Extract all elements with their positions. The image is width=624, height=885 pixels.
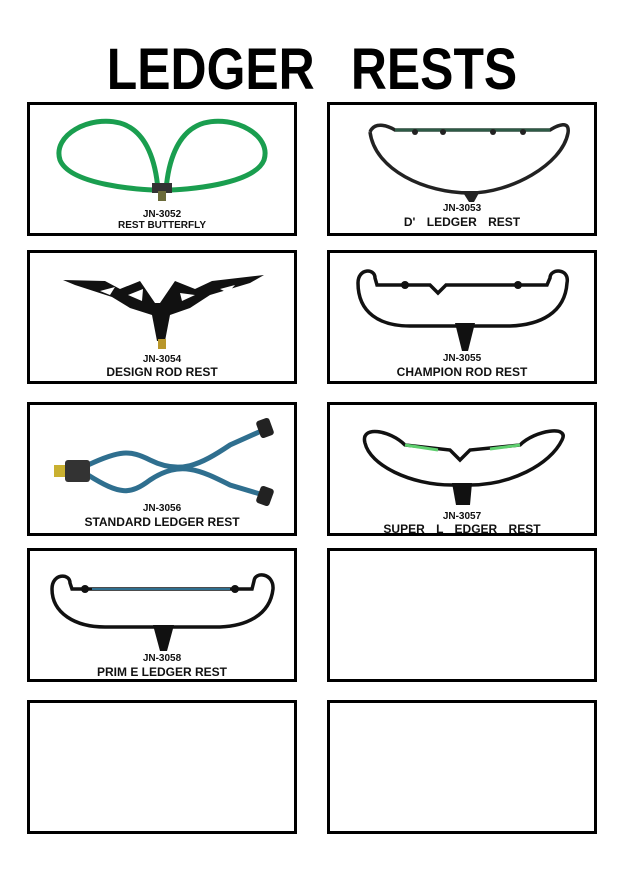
product-name: DESIGN ROD REST	[106, 365, 218, 379]
product-name: STANDARD LEDGER REST	[84, 515, 240, 529]
product-code: JN-3053	[442, 203, 482, 214]
product-name: D' LEDGER REST	[403, 215, 521, 229]
product-card-jn-3052[interactable]: JN-3052 REST BUTTERFLY	[27, 102, 297, 236]
product-card-jn-3056[interactable]: JN-3056 STANDARD LEDGER REST	[27, 402, 297, 536]
product-code: JN-3054	[142, 354, 182, 365]
empty-product-slot	[327, 548, 597, 682]
product-name: REST BUTTERFLY	[118, 220, 206, 231]
prime-ledger-rest-image	[50, 573, 275, 651]
product-card-jn-3053[interactable]: JN-3053 D' LEDGER REST	[327, 102, 597, 236]
design-rod-rest-image	[63, 275, 264, 349]
product-code: JN-3052	[142, 209, 182, 220]
champion-rod-rest-image	[356, 269, 569, 351]
standard-ledger-rest-image	[54, 417, 274, 507]
product-name: PRIM E LEDGER REST	[96, 665, 227, 679]
product-card-jn-3058[interactable]: JN-3058 PRIM E LEDGER REST	[27, 548, 297, 682]
page-title: LEDGER RESTS	[106, 37, 518, 102]
product-code: JN-3057	[442, 511, 482, 522]
product-code: JN-3056	[142, 503, 182, 514]
super-ledger-rest-image	[362, 429, 565, 505]
product-card-jn-3057[interactable]: JN-3057 SUPER L EDGER REST	[327, 402, 597, 536]
product-code: JN-3055	[442, 353, 482, 364]
d-ledger-rest-image	[368, 123, 570, 202]
product-name: CHAMPION ROD REST	[396, 365, 528, 379]
product-card-jn-3054[interactable]: JN-3054 DESIGN ROD REST	[27, 250, 297, 384]
product-name: SUPER L EDGER REST	[383, 522, 541, 536]
product-card-jn-3055[interactable]: JN-3055 CHAMPION ROD REST	[327, 250, 597, 384]
empty-product-slot	[27, 700, 297, 834]
empty-product-slot	[327, 700, 597, 834]
product-code: JN-3058	[142, 653, 182, 664]
butterfly-rest-image	[56, 118, 268, 201]
